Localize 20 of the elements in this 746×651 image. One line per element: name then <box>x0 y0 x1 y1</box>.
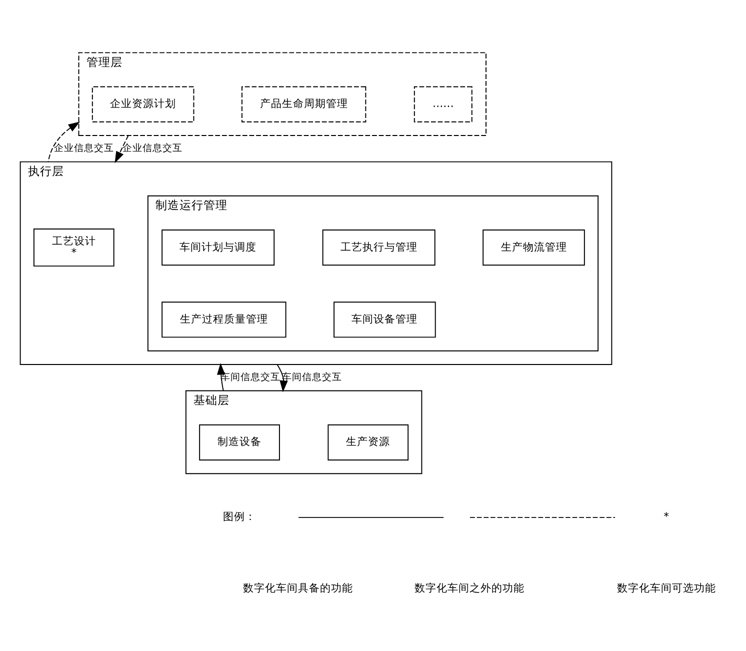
node-box: …… <box>414 86 472 122</box>
arrow <box>48 122 80 162</box>
node-box: 车间设备管理 <box>334 302 436 338</box>
node-box: 制造设备 <box>199 424 280 460</box>
label: 图例： <box>223 510 256 524</box>
node-box: 生产物流管理 <box>482 230 585 266</box>
node-box: 工艺执行与管理 <box>322 230 436 266</box>
node-box: 生产过程质量管理 <box>162 302 286 338</box>
node-box: 工艺设计 * <box>33 228 114 267</box>
node-box: 产品生命周期管理 <box>241 86 366 122</box>
edge-label: 企业信息交互 <box>54 143 114 154</box>
legend-label: 数字化车间可选功能 <box>616 581 716 594</box>
legend-label: 数字化车间具备的功能 <box>242 581 353 594</box>
label: * <box>664 510 669 524</box>
node-box: 生产资源 <box>328 424 409 460</box>
node-box: 企业资源计划 <box>92 86 194 122</box>
arrow <box>114 135 129 164</box>
legend-label: 数字化车间之外的功能 <box>414 581 524 594</box>
edge-label: 企业信息交互 <box>122 143 182 154</box>
node-box: 车间计划与调度 <box>162 230 275 266</box>
